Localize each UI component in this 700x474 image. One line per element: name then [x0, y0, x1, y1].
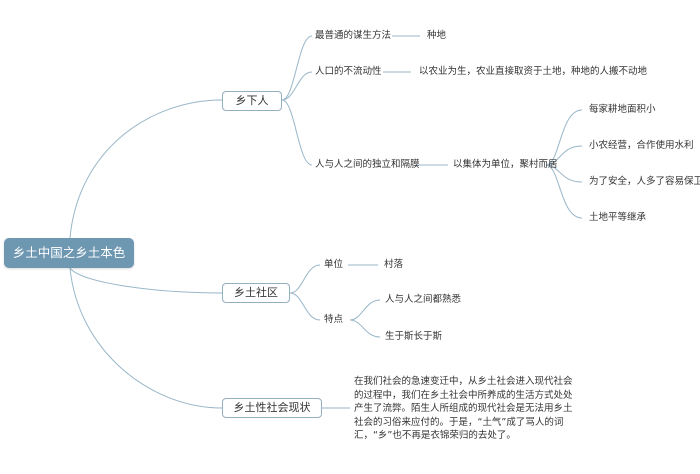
connector-b1-t1	[281, 35, 313, 101]
connector-feature-i2	[349, 319, 381, 338]
reason-item[interactable]: 土地平等继承	[589, 212, 647, 223]
connector-root-b2	[69, 267, 223, 294]
current-state-note[interactable]: 在我们社会的急速变迁中，从乡土社会进入现代社会的过程中，我们在乡土社会中所养成的…	[354, 376, 573, 442]
topic-immobility[interactable]: 人口的不流动性	[315, 66, 382, 77]
root-topic[interactable]: 乡土中国之乡土本色	[4, 238, 134, 268]
reason-item[interactable]: 为了安全，人多了容易保卫	[589, 176, 700, 187]
connector-b2-unit	[289, 264, 321, 294]
feature-item[interactable]: 人与人之间都熟悉	[385, 294, 462, 305]
topic-feature[interactable]: 特点	[324, 314, 344, 325]
connector-root-b3	[69, 267, 223, 409]
branch-current-state[interactable]: 乡土性社会现状	[222, 398, 322, 418]
topic-isolation[interactable]: 人与人之间的独立和隔膜	[315, 159, 420, 170]
connector-answer-r2	[545, 145, 583, 166]
connector-b2-feature	[289, 292, 321, 321]
connector-b1-t3	[281, 99, 313, 166]
topic-immobility-answer[interactable]: 以农业为生，农业直接取资于土地，种地的人搬不动地	[419, 66, 648, 77]
topic-isolation-answer[interactable]: 以集体为单位，聚村而居	[453, 159, 558, 170]
connector-root-b1	[69, 99, 223, 239]
connector-feature-i1	[349, 299, 381, 321]
reason-item[interactable]: 小农经营，合作使用水利	[589, 140, 694, 151]
connector-answer-r4	[545, 164, 583, 219]
reason-item[interactable]: 每家耕地面积小	[589, 104, 656, 115]
branch-xiangxiaren[interactable]: 乡下人	[222, 91, 282, 111]
connector-b1-t2	[281, 71, 313, 101]
topic-livelihood[interactable]: 最普通的谋生方法	[315, 30, 392, 41]
topic-livelihood-answer[interactable]: 种地	[427, 30, 447, 41]
branch-community[interactable]: 乡土社区	[222, 283, 290, 303]
feature-item[interactable]: 生于斯长于斯	[385, 331, 443, 342]
topic-unit-answer[interactable]: 村落	[384, 259, 404, 270]
connector-answer-r1	[545, 109, 583, 166]
topic-unit[interactable]: 单位	[324, 259, 344, 270]
